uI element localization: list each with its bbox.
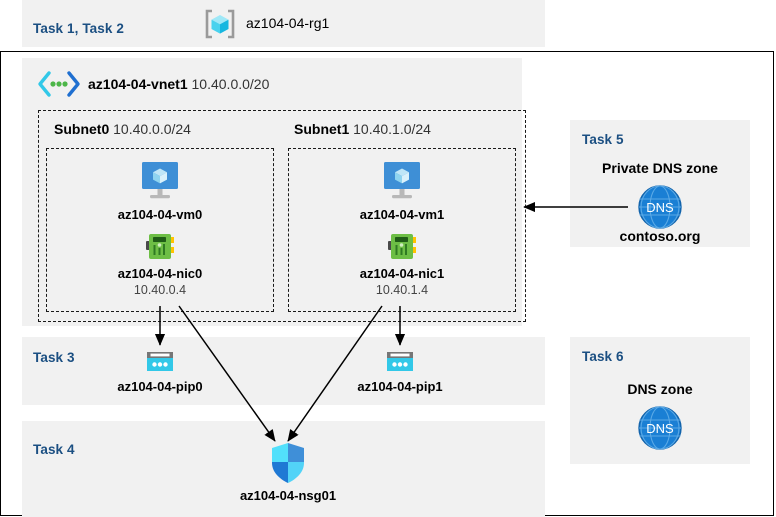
network-security-group-shield-icon <box>233 441 343 485</box>
vnet-panel <box>22 58 522 326</box>
resource-group-name: az104-04-rg1 <box>246 15 330 31</box>
subnet1-title: Subnet1 10.40.1.0/24 <box>294 121 431 137</box>
network-interface-icon <box>100 230 220 264</box>
vm1-label: az104-04-vm1 <box>359 207 445 222</box>
vm0-node: az104-04-vm0 <box>100 160 220 223</box>
task-label-6: Task 6 <box>582 349 624 364</box>
svg-text:DNS: DNS <box>646 421 674 436</box>
vm0-label: az104-04-vm0 <box>117 207 203 222</box>
virtual-machine-icon <box>342 160 462 204</box>
pip1-node: az104-04-pip1 <box>350 349 450 395</box>
public-ip-address-icon <box>350 349 450 377</box>
nic0-ip: 10.40.0.4 <box>133 283 187 298</box>
subnet0-cidr: 10.40.0.0/24 <box>113 121 191 137</box>
task3-panel <box>22 337 545 405</box>
subnet1-name: Subnet1 <box>294 121 350 137</box>
task1-task2-panel <box>22 0 545 47</box>
nsg-label: az104-04-nsg01 <box>239 488 337 503</box>
dns-globe-icon: DNS <box>630 183 690 231</box>
task-label-3: Task 3 <box>33 350 75 365</box>
dns-zone-title: DNS zone <box>627 381 693 397</box>
task-label-5: Task 5 <box>582 132 624 147</box>
vnet-title: az104-04-vnet1 10.40.0.0/20 <box>88 76 269 92</box>
pip0-node: az104-04-pip0 <box>110 349 210 395</box>
nic1-node: az104-04-nic1 10.40.1.4 <box>342 230 462 299</box>
dns-globe-icon: DNS <box>630 404 690 452</box>
subnets-group-box <box>38 110 526 322</box>
task-label-1-2: Task 1, Task 2 <box>33 21 124 36</box>
nic1-label: az104-04-nic1 <box>359 266 445 281</box>
subnet1-box <box>288 148 516 312</box>
subnet1-cidr: 10.40.1.0/24 <box>353 121 431 137</box>
pip1-label: az104-04-pip1 <box>357 379 443 394</box>
virtual-machine-icon <box>100 160 220 204</box>
nsg-node: az104-04-nsg01 <box>233 441 343 504</box>
network-interface-icon <box>342 230 462 264</box>
vnet-address-space: 10.40.0.0/20 <box>191 76 270 92</box>
private-dns-zone-title: Private DNS zone <box>602 160 718 176</box>
vnet-name: az104-04-vnet1 <box>88 76 188 92</box>
svg-text:DNS: DNS <box>646 200 674 215</box>
nic1-ip: 10.40.1.4 <box>375 283 429 298</box>
subnet0-title: Subnet0 10.40.0.0/24 <box>54 121 191 137</box>
pip0-label: az104-04-pip0 <box>117 379 203 394</box>
private-dns-zone-name: contoso.org <box>619 228 701 244</box>
virtual-network-icon <box>36 70 82 98</box>
resource-group-cube-icon <box>202 6 238 42</box>
task-label-4: Task 4 <box>33 442 75 457</box>
nic0-label: az104-04-nic0 <box>117 266 203 281</box>
vm1-node: az104-04-vm1 <box>342 160 462 223</box>
nic0-node: az104-04-nic0 10.40.0.4 <box>100 230 220 299</box>
subnet0-name: Subnet0 <box>54 121 110 137</box>
public-ip-address-icon <box>110 349 210 377</box>
